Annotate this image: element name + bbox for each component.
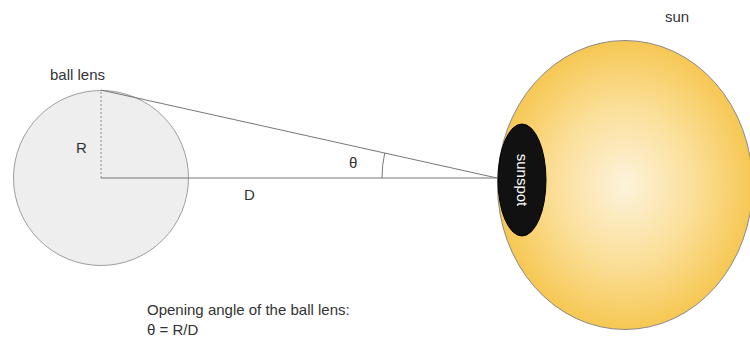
radius-label: R	[76, 139, 87, 157]
sun-disc: sunsunspot	[497, 40, 750, 330]
distance-label: D	[244, 186, 255, 204]
node-label: sunspot	[513, 154, 531, 207]
sunspot-ellipse: sunspot	[497, 123, 547, 237]
angle-label: θ	[349, 154, 357, 172]
note-text: Opening angle of the ball lens:	[147, 301, 350, 319]
node-label: ball lens	[50, 66, 105, 84]
node-label: sun	[665, 8, 689, 26]
radius-line	[101, 90, 102, 178]
formula-text: θ = R/D	[147, 321, 198, 339]
distance-line	[101, 178, 497, 179]
tangent-line	[101, 90, 497, 178]
angle-arc	[382, 153, 385, 178]
